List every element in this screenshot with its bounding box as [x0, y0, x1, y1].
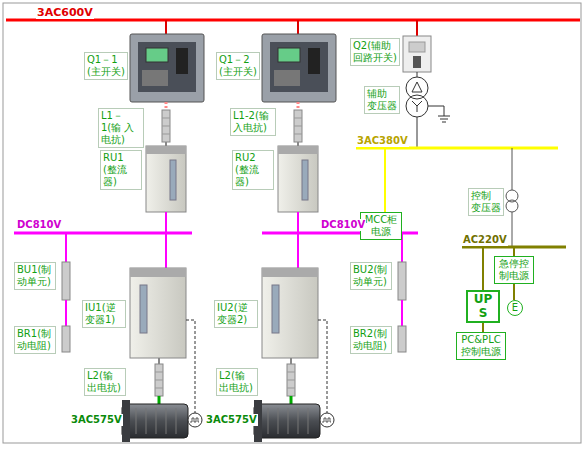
component-label: 控制 变压器: [468, 188, 504, 216]
component-label: BU1(制 动单元): [14, 262, 56, 290]
voltage-label: 3AC575V: [70, 414, 123, 426]
component-label: L1-2(输 入电抗): [230, 108, 276, 136]
component-label: 辅助 变压器: [364, 86, 400, 114]
component-label: RU1 (整流器): [100, 150, 142, 190]
component-label: Q2(辅助 回路开关): [350, 38, 400, 66]
node-text: 急停控 制电源: [497, 258, 531, 282]
voltage-label: AC220V: [462, 234, 508, 246]
supply-box: MCC柜 电源: [360, 212, 402, 240]
node-text: L1－1(输 入电抗): [101, 110, 141, 146]
component-label: IU2(逆 变器2): [214, 300, 258, 328]
node-text: Q2(辅助 回路开关): [353, 40, 397, 64]
node-text: BR1(制 动电阻): [17, 328, 53, 352]
component-label: L2(输 出电抗): [84, 368, 126, 396]
node-text: RU1 (整流器): [103, 152, 139, 188]
node-text: BR2(制 动电阻): [353, 328, 389, 352]
node-text: IU1(逆 变器1): [85, 302, 123, 326]
node-text: L1-2(输 入电抗): [233, 110, 273, 134]
node-text: UPS: [470, 292, 496, 321]
node-text: MCC柜 电源: [363, 214, 399, 238]
component-label: BR1(制 动电阻): [14, 326, 56, 354]
component-label: L2(输 出电抗): [216, 368, 258, 396]
voltage-label: DC810V: [320, 219, 366, 231]
node-text: E: [508, 301, 522, 315]
supply-wire: [513, 284, 515, 300]
supply-box: UPS: [466, 290, 500, 323]
component-label: RU2 (整流器): [232, 150, 274, 190]
component-label: Q1－1 (主开关): [84, 52, 128, 80]
node-text: 控制 变压器: [471, 190, 501, 214]
node-text: L2(输 出电抗): [219, 370, 255, 394]
voltage-label: 3AC575V: [205, 414, 258, 426]
component-label: Q1－2 (主开关): [216, 52, 260, 80]
voltage-label: 3AC600V: [36, 6, 94, 19]
supply-box: 急停控 制电源: [494, 256, 534, 284]
supply-wire: [482, 323, 484, 332]
component-label: L1－1(输 入电抗): [98, 108, 144, 148]
node-text: IU2(逆 变器2): [217, 302, 255, 326]
node-text: 辅助 变压器: [367, 88, 397, 112]
component-label: BR2(制 动电阻): [350, 326, 392, 354]
node-text: Q1－2 (主开关): [219, 54, 257, 78]
node-text: BU1(制 动单元): [17, 264, 53, 288]
node-text: RU2 (整流器): [235, 152, 271, 188]
supply-box: PC&PLC 控制电源: [456, 332, 506, 360]
node-text: PC&PLC 控制电源: [459, 334, 503, 358]
component-label: BU2(制 动单元): [350, 262, 392, 290]
node-text: L2(输 出电抗): [87, 370, 123, 394]
earth-circle: E: [507, 300, 523, 316]
node-text: Q1－1 (主开关): [87, 54, 125, 78]
voltage-label: DC810V: [16, 219, 62, 231]
voltage-label: 3AC380V: [356, 135, 409, 147]
node-text: BU2(制 动单元): [353, 264, 389, 288]
component-label: IU1(逆 变器1): [82, 300, 126, 328]
